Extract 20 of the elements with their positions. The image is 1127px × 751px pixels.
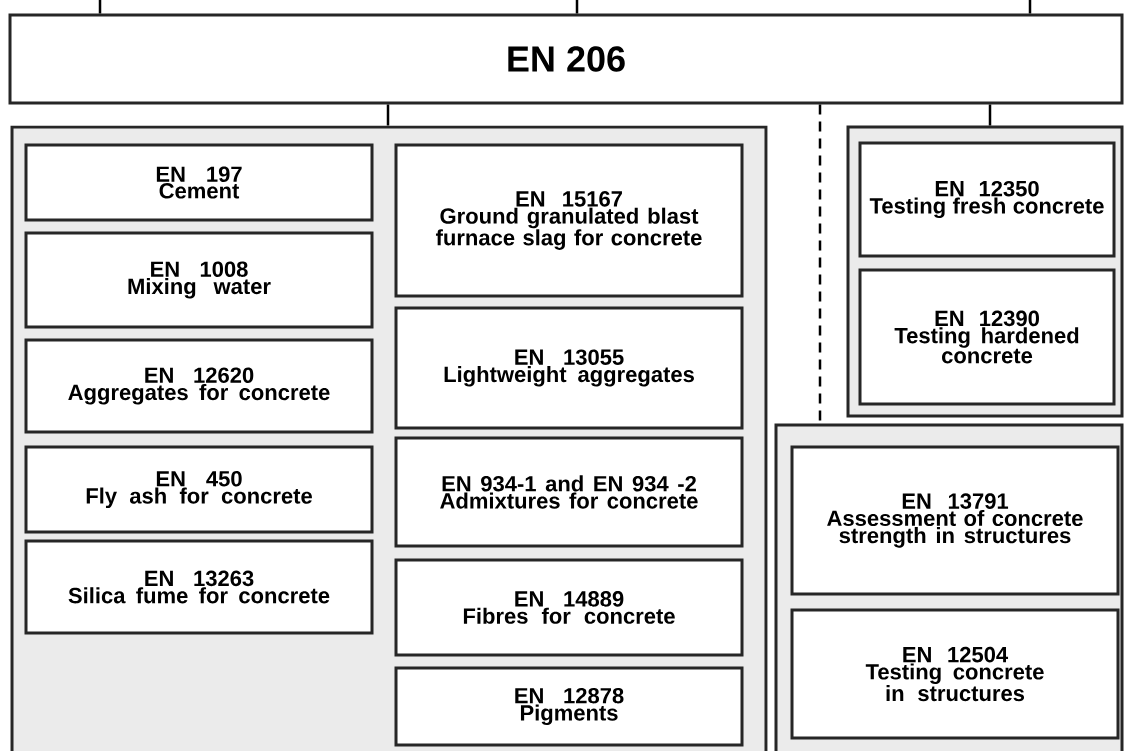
standard-box: EN 15167 Ground granulated blast furnace slag for concrete	[394, 143, 744, 298]
standard-box: EN 12620 Aggregates for concrete	[24, 338, 374, 434]
standard-box: EN 1008 Mixing water	[24, 231, 374, 329]
standard-box: EN 13055 Lightweight aggregates	[394, 306, 744, 430]
title-box: EN 206	[8, 13, 1124, 105]
standard-box: EN 13791 Assessment of concrete strength in structures	[790, 445, 1120, 596]
standard-box: EN 197 Cement	[24, 143, 374, 222]
standard-box: EN 13263 Silica fume for concrete	[24, 539, 374, 635]
standard-box: EN 12504 Testing concrete in structures	[790, 608, 1120, 740]
standard-box: EN 12878 Pigments	[394, 666, 744, 747]
standard-box: EN 14889 Fibres for concrete	[394, 558, 744, 657]
standard-box: EN 12350 Testing fresh concrete	[858, 141, 1116, 258]
connector-line	[988, 104, 992, 126]
standard-box: EN 450 Fly ash for concrete	[24, 445, 374, 534]
standard-box: EN 934-1 and EN 934 -2 Admixtures for concrete	[394, 436, 744, 548]
standard-box: EN 12390 Testing hardened concrete	[858, 268, 1116, 406]
connector-line	[98, 0, 102, 14]
connector-line	[386, 104, 390, 126]
connector-line	[1028, 0, 1032, 14]
connector-line	[575, 0, 579, 14]
